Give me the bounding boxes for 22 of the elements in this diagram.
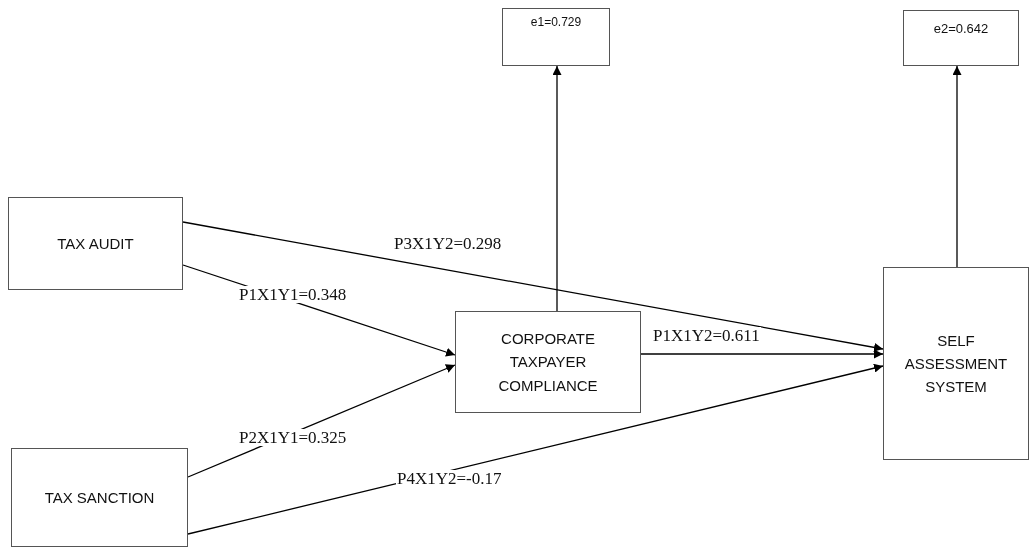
variable-box xyxy=(11,448,188,547)
edge-label: P3X1Y2=0.298 xyxy=(393,235,503,252)
variable-box xyxy=(883,267,1029,460)
edge-label: P4X1Y2=-0.17 xyxy=(396,470,503,487)
variable-box xyxy=(455,311,641,413)
variable-name: e1=0.729 xyxy=(530,14,582,31)
variable-name: e2=0.642 xyxy=(933,20,989,38)
variable-box xyxy=(502,8,610,66)
variable-box xyxy=(903,10,1019,66)
edge-label: P1X1Y1=0.348 xyxy=(238,286,348,303)
arrow xyxy=(187,363,884,535)
variable-name: TAX SANCTION xyxy=(44,487,155,508)
arrow xyxy=(182,221,884,352)
variable-box xyxy=(8,197,183,290)
variable-name: CORPORATE TAXPAYER COMPLIANCE xyxy=(497,329,599,396)
arrow xyxy=(552,65,562,312)
arrow xyxy=(640,349,884,359)
variable-name: TAX AUDIT xyxy=(57,233,134,254)
arrow xyxy=(952,65,962,268)
variable-name: SELF ASSESSMENT SYSTEM xyxy=(903,330,1009,398)
edge-label: P1X1Y2=0.611 xyxy=(652,327,761,344)
edge-label: P2X1Y1=0.325 xyxy=(238,429,348,446)
